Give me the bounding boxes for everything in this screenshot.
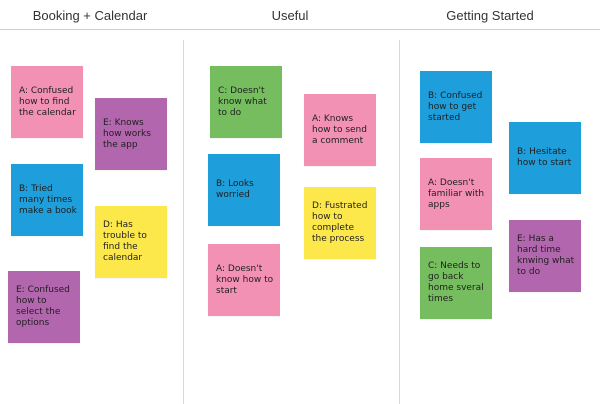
sticky-note-text: E: Confused how to select the options — [16, 285, 70, 328]
sticky-note[interactable]: E: Has a hard time knwing what to do — [509, 220, 581, 292]
sticky-note[interactable]: A: Confused how to find the calendar — [11, 66, 83, 138]
sticky-note-text: B: Tried many times make a book — [19, 183, 77, 216]
sticky-note-text: B: Confused how to get started — [428, 90, 483, 123]
sticky-note[interactable]: A: Doesn't know how to start — [208, 244, 280, 316]
column-divider-2 — [399, 40, 400, 404]
sticky-note[interactable]: A: Knows how to send a comment — [304, 94, 376, 166]
sticky-note[interactable]: C: Doesn't know what to do — [210, 66, 282, 138]
sticky-note-text: C: Doesn't know what to do — [218, 85, 267, 118]
sticky-note-text: E: Has a hard time knwing what to do — [517, 234, 575, 277]
sticky-note-text: A: Confused how to find the calendar — [19, 85, 76, 118]
sticky-note-text: D: Has trouble to find the calendar — [103, 220, 147, 263]
sticky-note-text: C: Needs to go back home sveral times — [428, 261, 484, 304]
column-title-getting-started: Getting Started — [446, 8, 534, 23]
sticky-note[interactable]: D: Has trouble to find the calendar — [95, 206, 167, 278]
sticky-note[interactable]: E: Knows how works the app — [95, 98, 167, 170]
sticky-note-text: A: Doesn't familiar with apps — [428, 177, 485, 210]
sticky-note[interactable]: C: Needs to go back home sveral times — [420, 247, 492, 319]
sticky-note[interactable]: B: Hesitate how to start — [509, 122, 581, 194]
sticky-note[interactable]: A: Doesn't familiar with apps — [420, 158, 492, 230]
title-separator — [0, 29, 600, 30]
sticky-note-text: A: Doesn't know how to start — [216, 263, 274, 296]
sticky-note-text: E: Knows how works the app — [103, 117, 151, 150]
sticky-note-text: A: Knows how to send a comment — [312, 113, 367, 146]
sticky-note-text: B: Looks worried — [216, 179, 254, 200]
sticky-note[interactable]: B: Tried many times make a book — [11, 164, 83, 236]
sticky-note[interactable]: B: Confused how to get started — [420, 71, 492, 143]
column-title-booking-calendar: Booking + Calendar — [32, 8, 148, 23]
sticky-note[interactable]: D: Fustrated how to complete the process — [304, 187, 376, 259]
sticky-note[interactable]: E: Confused how to select the options — [8, 271, 80, 343]
sticky-note-text: D: Fustrated how to complete the process — [312, 201, 368, 244]
sticky-note-text: B: Hesitate how to start — [517, 147, 572, 168]
column-title-useful: Useful — [271, 8, 309, 23]
column-divider-1 — [183, 40, 184, 404]
sticky-note[interactable]: B: Looks worried — [208, 154, 280, 226]
